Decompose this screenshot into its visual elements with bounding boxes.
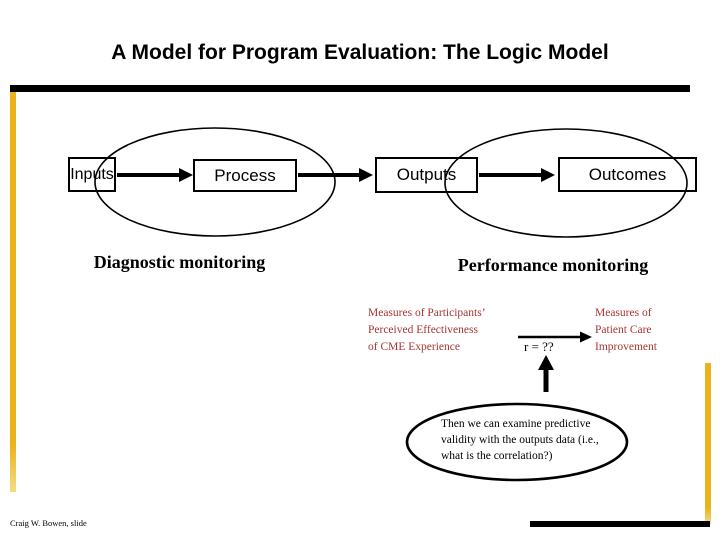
credit-text: Craig W. Bowen, slide (10, 518, 87, 528)
label-performance-monitoring: Performance monitoring (457, 255, 649, 275)
arrow-callout-pointer (538, 355, 554, 392)
flow-node-outputs-label: Outputs (396, 165, 457, 184)
right-accent-bar (705, 363, 711, 524)
flow-node-inputs-label: Inputs (70, 165, 114, 183)
flow-node-process: Process (193, 159, 297, 192)
arrow-process-to-outputs (298, 168, 373, 182)
callout-line-2: validity with the outputs data (i.e., (441, 434, 599, 446)
callout-line-3: what is the correlation?) (441, 450, 553, 462)
measures-participants-text: Measures of Participants’ Perceived Effe… (368, 305, 518, 356)
measures-patient-care-line-1: Measures of (595, 307, 652, 319)
measures-participants-line-3: of CME Experience (368, 341, 460, 353)
measures-patient-care-text: Measures of Patient Care Improvement (595, 305, 685, 356)
left-accent-bar (10, 92, 16, 492)
flow-node-inputs: Inputs (68, 157, 116, 192)
flow-node-process-label: Process (214, 165, 276, 185)
arrow-outputs-to-outcomes (479, 168, 555, 182)
bottom-divider (530, 521, 710, 527)
measures-participants-line-1: Measures of Participants’ (368, 307, 486, 319)
page-title: A Model for Program Evaluation: The Logi… (111, 41, 609, 64)
label-diagnostic-monitoring: Diagnostic monitoring (93, 252, 266, 272)
title-underline (10, 85, 690, 92)
flow-node-outputs: Outputs (375, 157, 478, 193)
arrow-inputs-to-process (117, 168, 193, 182)
callout-line-1: Then we can examine predictive (441, 418, 591, 430)
correlation-label: r = ?? (524, 339, 554, 354)
measures-patient-care-line-3: Improvement (595, 341, 657, 353)
measures-patient-care-line-2: Patient Care (595, 324, 652, 336)
measures-participants-line-2: Perceived Effectiveness (368, 324, 478, 336)
flow-node-outcomes-label: Outcomes (588, 164, 667, 184)
callout-text: Then we can examine predictive validity … (441, 416, 616, 464)
flow-node-outcomes: Outcomes (558, 157, 697, 192)
